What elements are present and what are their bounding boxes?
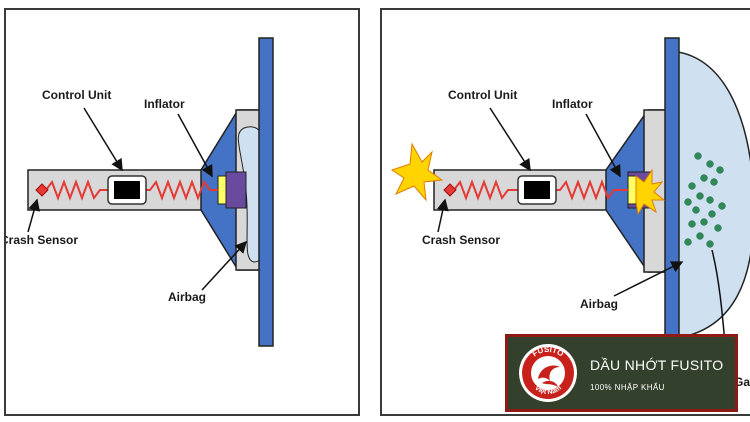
inflator-explosion <box>635 168 666 216</box>
arrow-inflator <box>177 113 213 178</box>
label-control-unit: Control Unit <box>448 88 517 102</box>
right-diagram-svg: Control Unit Inflator Crash Sensor Airba… <box>390 37 750 389</box>
inflator-yellow <box>627 175 637 205</box>
arrow-airbag <box>613 261 684 297</box>
svg-text:Việt Nam: Việt Nam <box>533 385 563 397</box>
control-unit-chip <box>524 181 550 199</box>
steering-wheel <box>664 37 680 347</box>
label-crash-sensor: Crash Sensor <box>6 233 78 247</box>
left-diagram-panel: Control Unit Inflator Crash Sensor Airba… <box>4 8 360 416</box>
label-inflator: Inflator <box>144 97 185 111</box>
arrow-airbag <box>201 240 248 291</box>
label-airbag: Airbag <box>168 290 206 304</box>
crash-sensor <box>443 183 457 197</box>
brand-badge: FUSITO Việt Nam DẦU NHỚT FUSITO 100% NHẬ… <box>505 334 738 412</box>
fusito-logo-icon: FUSITO Việt Nam <box>519 344 577 402</box>
arrow-crash-sensor <box>27 198 40 233</box>
wire-right <box>554 179 628 201</box>
label-inflator: Inflator <box>552 97 593 111</box>
label-airbag: Airbag <box>580 297 618 311</box>
inflator-yellow <box>217 175 227 205</box>
svg-text:FUSITO: FUSITO <box>531 345 566 359</box>
control-unit-chip <box>114 181 140 199</box>
gas-particles <box>684 152 726 248</box>
steering-wheel <box>258 37 274 347</box>
label-gas: Gas <box>734 375 750 389</box>
badge-title: DẦU NHỚT FUSITO <box>590 357 724 373</box>
crash-flash <box>390 142 444 202</box>
badge-subtitle: 100% NHẬP KHẨU <box>590 383 665 392</box>
arrow-control-unit <box>83 107 123 172</box>
wire-right <box>144 179 218 201</box>
label-crash-sensor: Crash Sensor <box>422 233 500 247</box>
arrow-crash-sensor <box>436 198 449 233</box>
label-control-unit: Control Unit <box>42 88 111 102</box>
logo-text-top: FUSITO <box>531 345 566 359</box>
inflator-purple <box>225 171 247 209</box>
inflated-airbag <box>677 51 750 339</box>
wire-left <box>42 179 110 201</box>
left-diagram-svg: Control Unit Inflator Crash Sensor Airba… <box>6 37 274 347</box>
arrow-control-unit <box>489 107 531 172</box>
logo-text-bottom: Việt Nam <box>533 385 563 397</box>
arrow-inflator <box>585 113 621 178</box>
crash-sensor <box>35 183 49 197</box>
wire-left <box>450 179 518 201</box>
